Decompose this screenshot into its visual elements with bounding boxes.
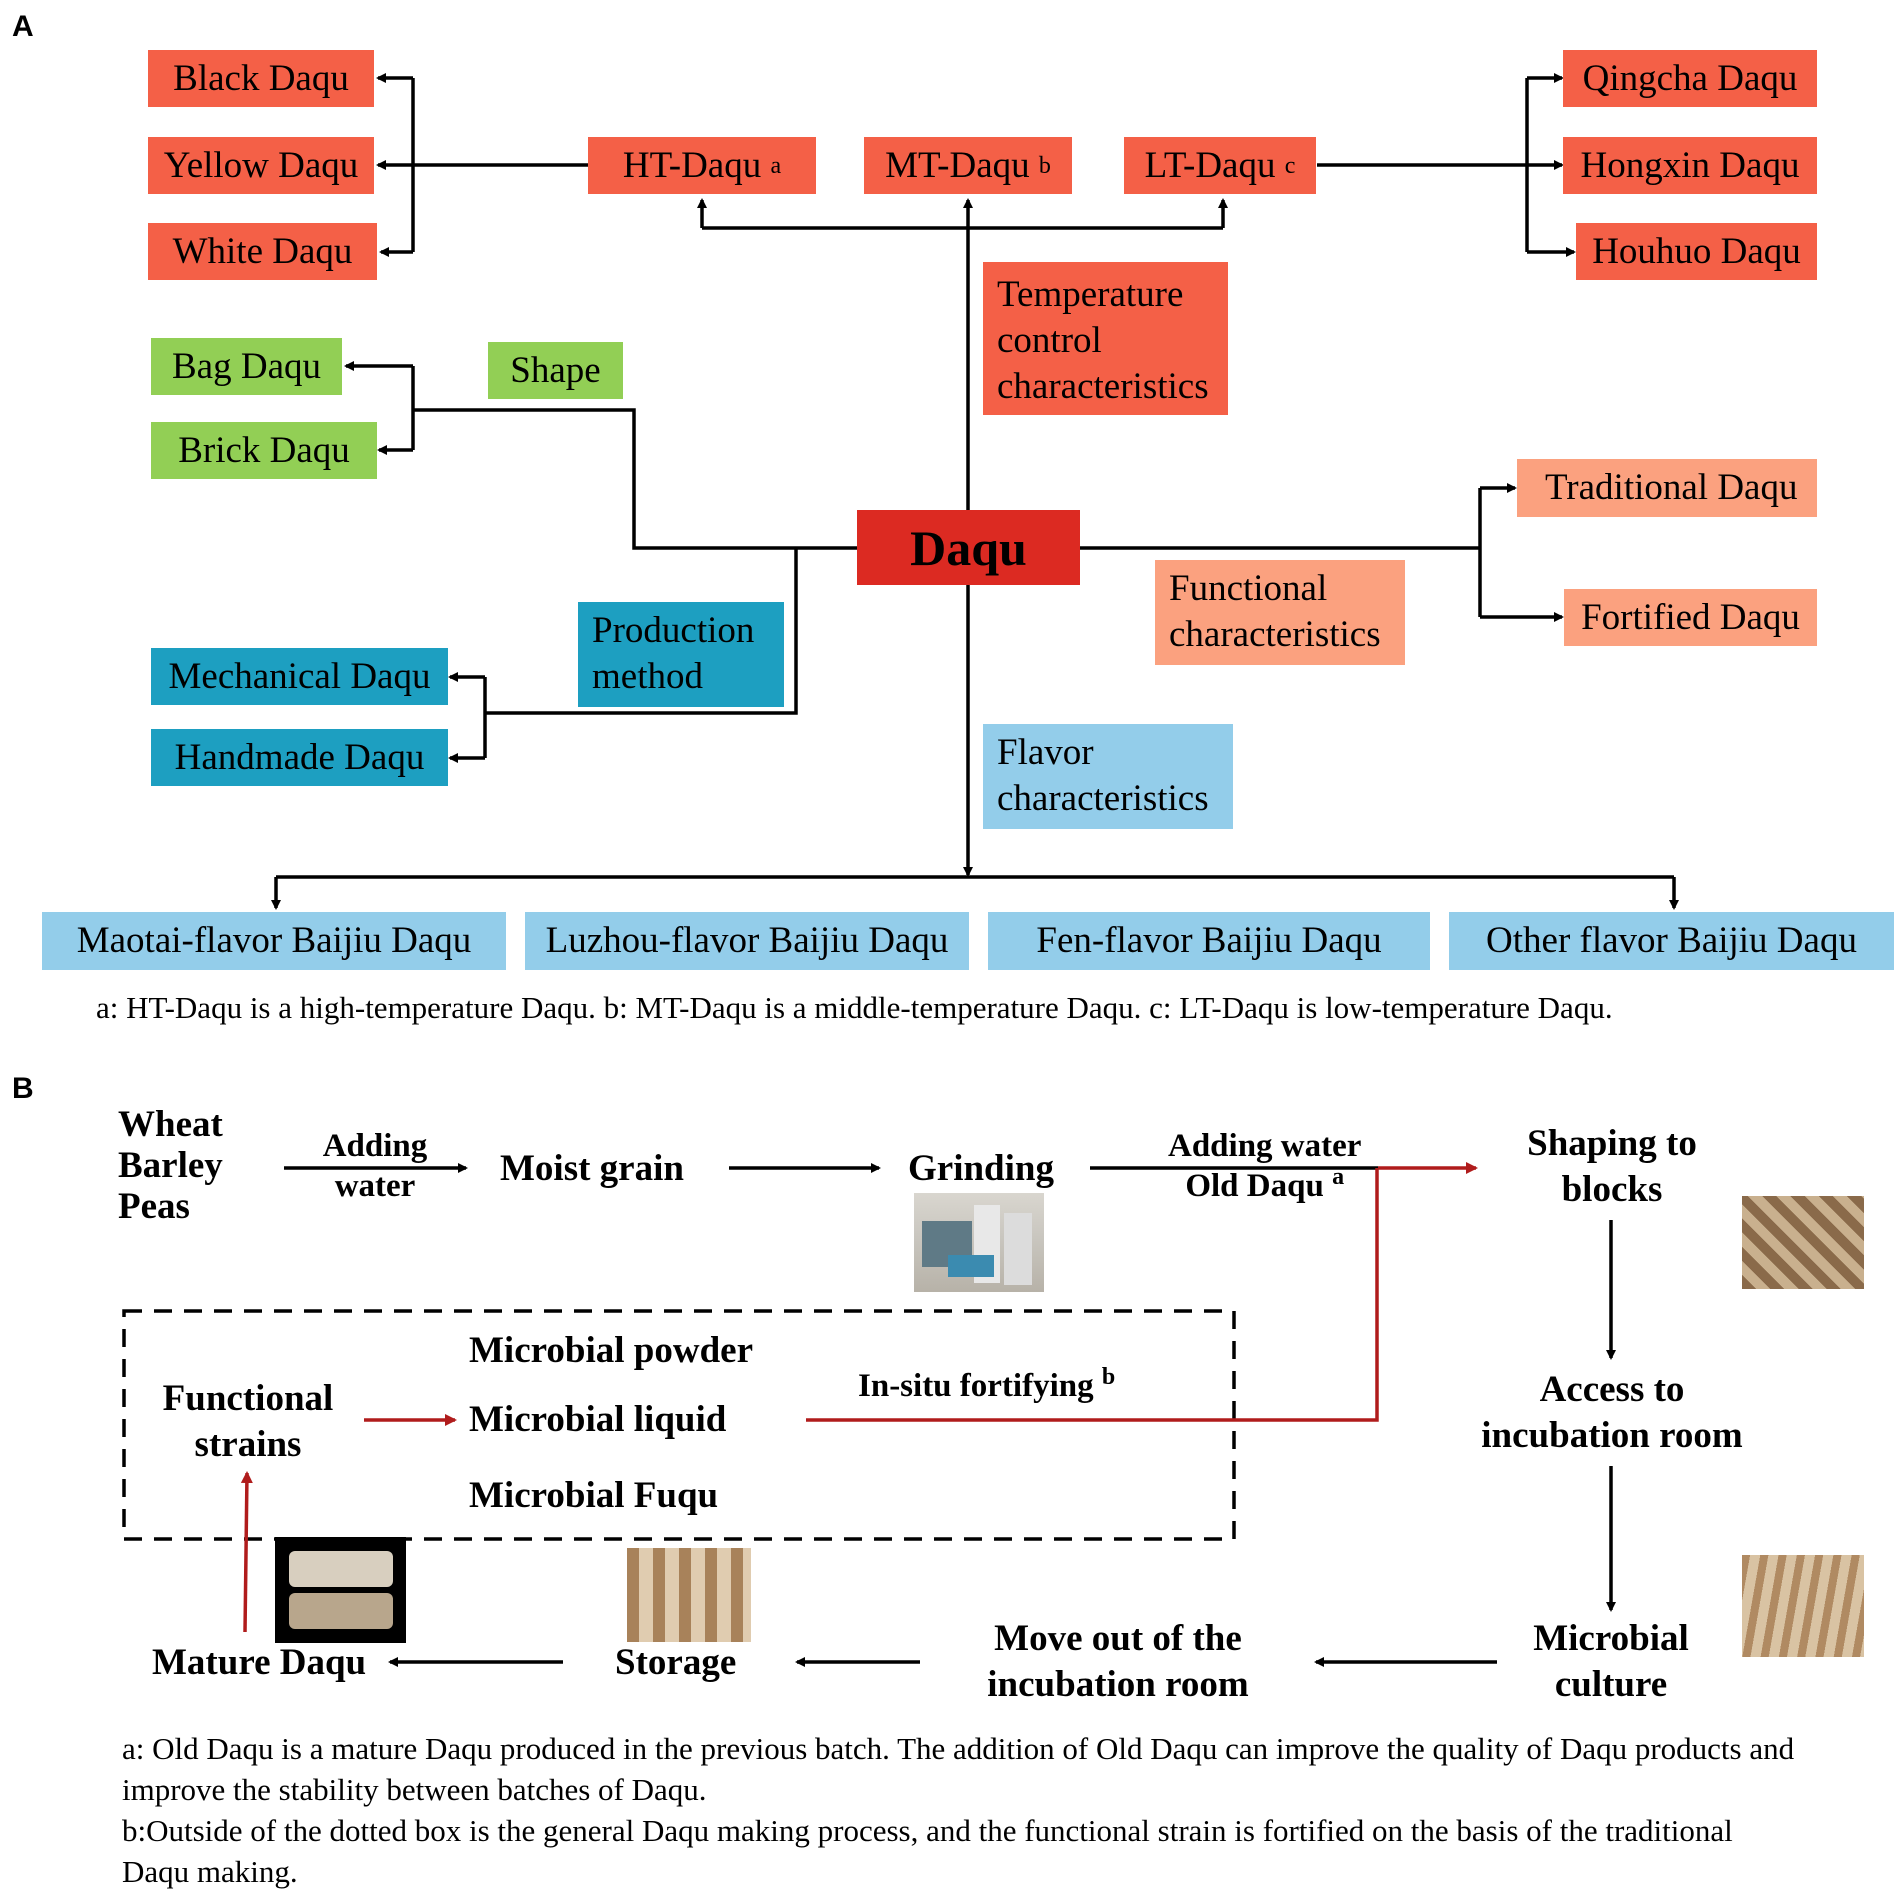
panel-label-b: B — [12, 1072, 34, 1105]
adding-water-label: Adding water — [322, 1128, 428, 1204]
storage-label: Storage — [615, 1642, 737, 1683]
maotai-flavor-box: Maotai-flavor Baijiu Daqu — [42, 912, 506, 970]
black-daqu-box: Black Daqu — [148, 50, 374, 107]
incubation-room-photo — [1742, 1555, 1864, 1657]
panel-a-footnote: a: HT-Daqu is a high-temperature Daqu. b… — [96, 990, 1613, 1025]
flavor-characteristics-box: Flavor characteristics — [983, 724, 1233, 829]
ht-daqu-box: HT-Daqu a — [588, 137, 816, 194]
access-incubation-label: Access to incubation room — [1481, 1369, 1743, 1456]
luzhou-flavor-box: Luzhou-flavor Baijiu Daqu — [525, 912, 969, 970]
grinding-machine-photo — [914, 1193, 1044, 1292]
functional-strains-label: Functional strains — [162, 1378, 334, 1465]
lt-daqu-box: LT-Daqu c — [1124, 137, 1316, 194]
shaping-label: Shaping to blocks — [1527, 1123, 1697, 1210]
panel-b-notes: a: Old Daqu is a mature Daqu produced in… — [122, 1728, 1802, 1892]
storage-photo — [627, 1548, 751, 1642]
fen-flavor-box: Fen-flavor Baijiu Daqu — [988, 912, 1430, 970]
adding-water-old-label: Adding water Old Daqu a — [1168, 1128, 1362, 1204]
grains-list: Wheat Barley Peas — [118, 1104, 223, 1227]
microbial-powder-label: Microbial powder — [469, 1330, 753, 1371]
bag-daqu-box: Bag Daqu — [151, 338, 342, 395]
brick-daqu-box: Brick Daqu — [151, 422, 377, 479]
mechanical-daqu-box: Mechanical Daqu — [151, 648, 448, 705]
microbial-liquid-label: Microbial liquid — [469, 1399, 727, 1440]
handmade-daqu-box: Handmade Daqu — [151, 729, 448, 786]
insitu-fortifying-label: In-situ fortifying b — [858, 1364, 1116, 1404]
microbial-culture-label: Microbial culture — [1533, 1618, 1689, 1705]
houhuo-daqu-box: Houhuo Daqu — [1576, 223, 1817, 280]
mt-daqu-box: MT-Daqu b — [864, 137, 1072, 194]
hongxin-daqu-box: Hongxin Daqu — [1563, 137, 1817, 194]
other-flavor-box: Other flavor Baijiu Daqu — [1449, 912, 1894, 970]
white-daqu-box: White Daqu — [148, 223, 377, 280]
moist-grain-label: Moist grain — [500, 1148, 684, 1189]
functional-characteristics-box: Functional characteristics — [1155, 560, 1405, 665]
production-method-box: Production method — [578, 602, 784, 707]
fortified-daqu-box: Fortified Daqu — [1564, 589, 1817, 646]
grinding-label: Grinding — [908, 1148, 1054, 1189]
temperature-characteristics-box: Temperature control characteristics — [983, 262, 1228, 415]
note-a: a: Old Daqu is a mature Daqu produced in… — [122, 1731, 1795, 1807]
traditional-daqu-box: Traditional Daqu — [1517, 459, 1817, 517]
daqu-center-box: Daqu — [857, 510, 1080, 585]
mature-daqu-label: Mature Daqu — [152, 1642, 367, 1683]
move-out-label: Move out of the incubation room — [987, 1618, 1249, 1705]
note-b: b:Outside of the dotted box is the gener… — [122, 1813, 1733, 1889]
mature-daqu-photo — [275, 1537, 406, 1643]
qingcha-daqu-box: Qingcha Daqu — [1563, 50, 1817, 107]
shape-label-box: Shape — [488, 342, 623, 399]
daqu-blocks-photo — [1742, 1196, 1864, 1289]
panel-label-a: A — [12, 10, 34, 43]
microbial-fuqu-label: Microbial Fuqu — [469, 1475, 719, 1516]
yellow-daqu-box: Yellow Daqu — [148, 137, 374, 194]
